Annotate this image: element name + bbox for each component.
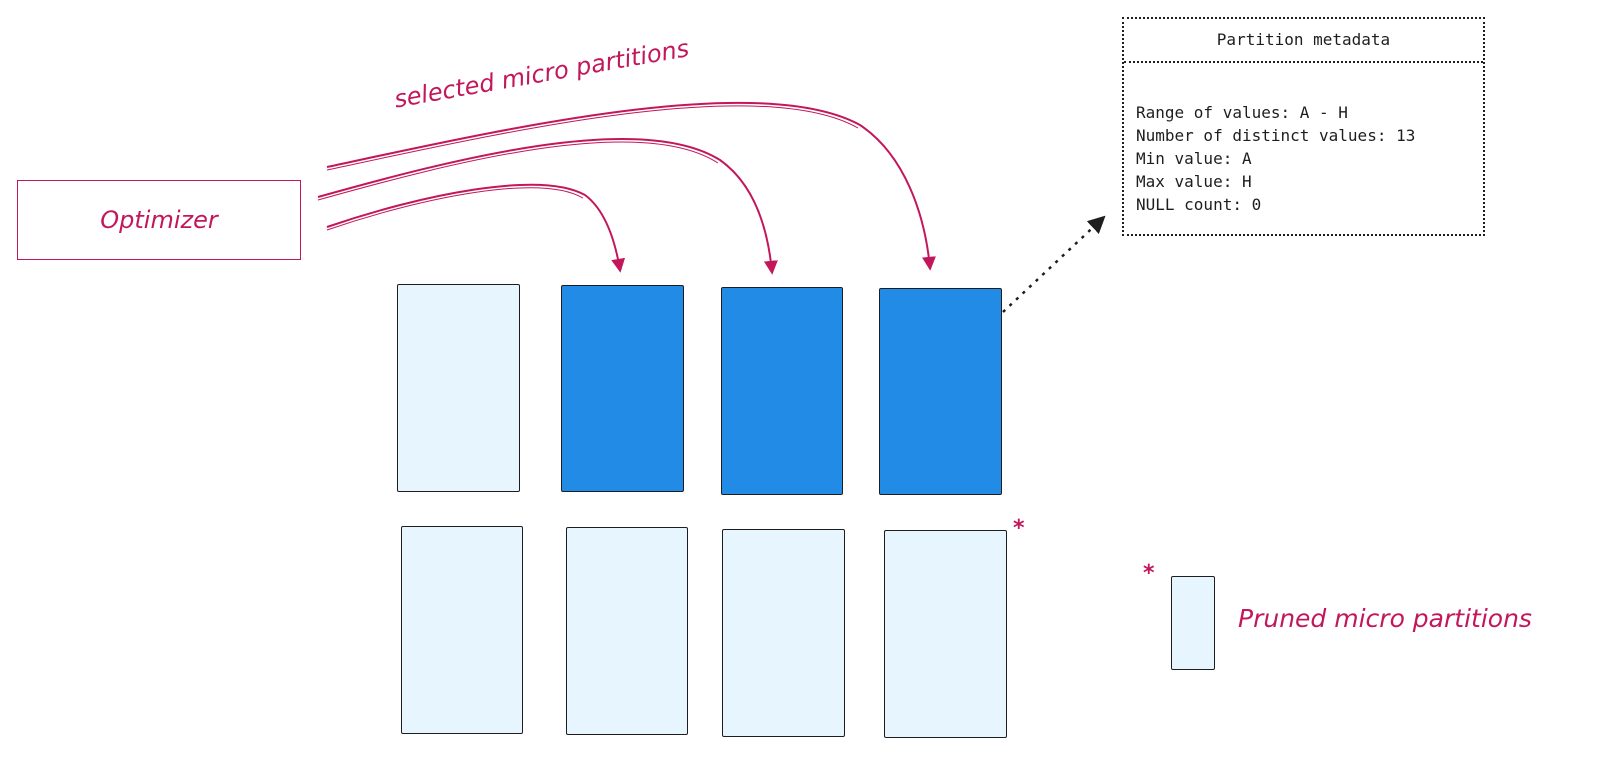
legend-pruned-swatch <box>1171 576 1215 670</box>
partition-bottom-2-pruned <box>566 527 688 735</box>
metadata-line: Range of values: A - H <box>1136 103 1348 122</box>
legend-asterisk: * <box>1143 561 1155 586</box>
metadata-pointer-arrow <box>1002 215 1106 313</box>
partition-bottom-4-pruned <box>884 530 1007 738</box>
partition-metadata-box: Partition metadata Range of values: A - … <box>1122 17 1485 236</box>
legend-label: Pruned micro partitions <box>1238 604 1532 633</box>
partition-top-2-selected <box>561 285 684 492</box>
arrow-to-partition-3 <box>317 137 778 275</box>
metadata-line: NULL count: 0 <box>1136 195 1262 214</box>
optimizer-box: Optimizer <box>17 180 301 260</box>
partition-top-1-pruned <box>397 284 520 492</box>
metadata-lines: Range of values: A - H Number of distinc… <box>1124 63 1483 216</box>
partition-bottom-3-pruned <box>722 529 845 737</box>
partition-top-4-selected <box>879 288 1002 495</box>
optimizer-label: Optimizer <box>100 206 218 234</box>
pruned-marker-asterisk: * <box>1013 516 1025 541</box>
partition-bottom-1-pruned <box>401 526 523 734</box>
arrow-to-partition-4 <box>326 101 936 271</box>
metadata-line: Min value: A <box>1136 149 1252 168</box>
metadata-line: Number of distinct values: 13 <box>1136 126 1416 145</box>
metadata-title: Partition metadata <box>1124 19 1483 63</box>
metadata-line: Max value: H <box>1136 172 1252 191</box>
partition-top-3-selected <box>721 287 843 495</box>
arrow-to-partition-2 <box>326 183 626 273</box>
